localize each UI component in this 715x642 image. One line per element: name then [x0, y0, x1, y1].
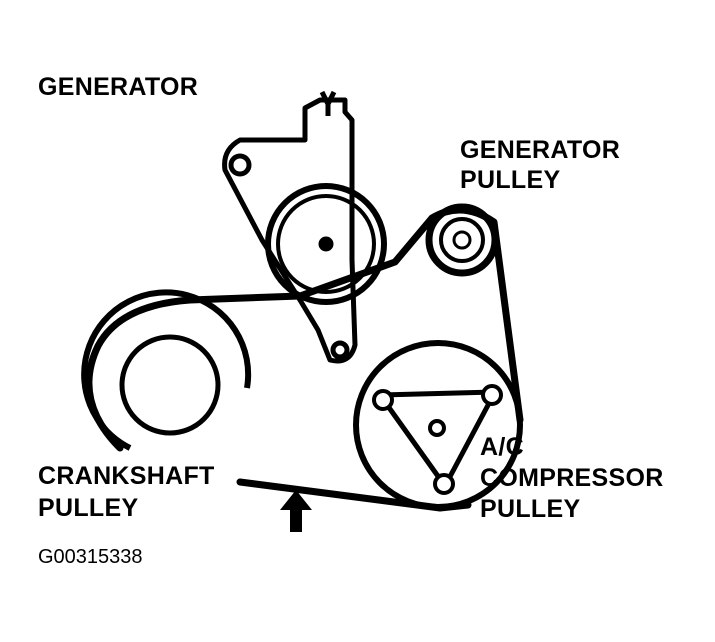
ac-compressor-label-line2: COMPRESSOR: [480, 464, 664, 492]
generator-pulley-label-line1: GENERATOR: [460, 136, 621, 164]
generator-body: [265, 183, 387, 305]
generator-title-label: GENERATOR: [38, 73, 199, 101]
crankshaft-pulley-label-line1: CRANKSHAFT: [38, 462, 215, 490]
generator-bracket: [222, 97, 358, 364]
drive-belt: [85, 206, 524, 512]
crankshaft-pulley: [81, 289, 252, 451]
generator-bracket-bolt: [228, 153, 350, 360]
up-arrow-icon: [280, 490, 312, 532]
generator-pulley-label-line2: PULLEY: [460, 166, 561, 194]
ac-compressor-label-line1: A/C: [480, 433, 524, 461]
ac-compressor-label-line3: PULLEY: [480, 495, 581, 523]
figure-id: G00315338: [38, 546, 143, 568]
crankshaft-pulley-label-line2: PULLEY: [38, 494, 139, 522]
generator-mount-stud: [319, 90, 337, 116]
